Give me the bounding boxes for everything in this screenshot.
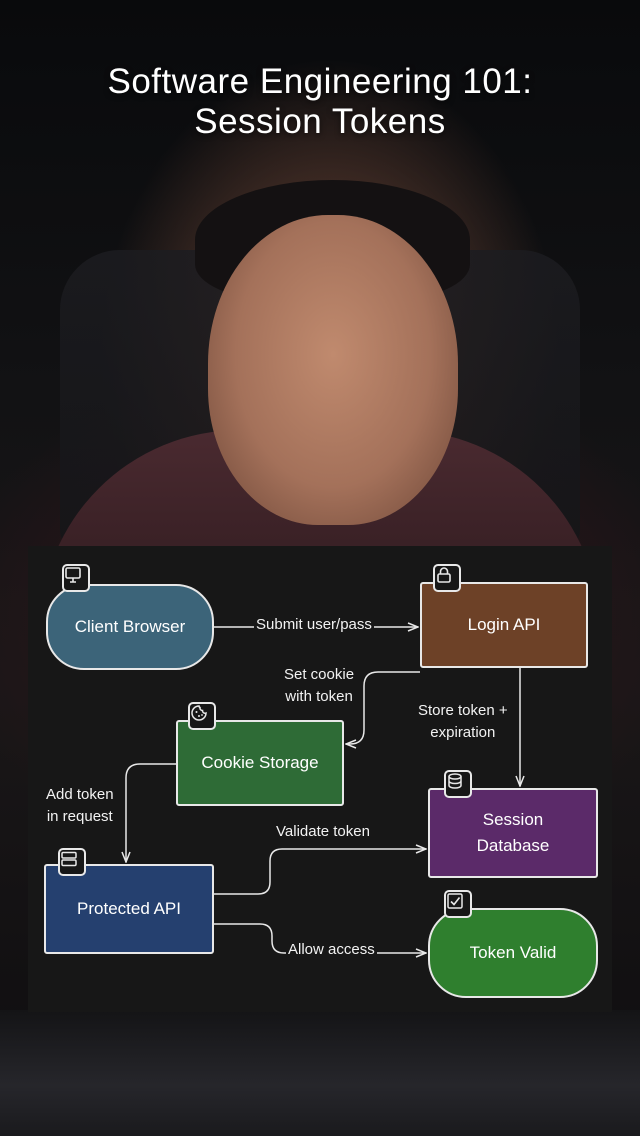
lock-icon: [433, 564, 461, 592]
login-api-node: Login API: [420, 582, 588, 668]
monitor-icon: [62, 564, 90, 592]
title-line-2: Session Tokens: [194, 102, 446, 141]
edge-allow: [214, 923, 426, 953]
edge-label-set-cookie-1: Set cookie: [284, 666, 355, 683]
edge-label-submit: Submit user/pass: [254, 614, 374, 636]
protected-api-label: Protected API: [77, 899, 181, 918]
edge-label-store-token: Store token + expiration: [418, 700, 508, 744]
cookie-icon: [188, 702, 216, 730]
video-bottom-area: [0, 1010, 640, 1136]
presenter-face: [208, 215, 458, 525]
cookie-storage-label: Cookie Storage: [201, 753, 319, 772]
edge-label-allow: Allow access: [286, 939, 377, 961]
edge-validate: [214, 849, 426, 895]
title-line-1: Software Engineering 101:: [107, 62, 533, 101]
protected-api-node: Protected API: [44, 864, 214, 954]
session-token-diagram: Client Browser Login API Cookie Storage …: [28, 546, 612, 1012]
token-valid-label: Token Valid: [469, 943, 557, 962]
edge-label-set-cookie-2: with token: [285, 688, 353, 705]
edge-label-store-token-2: expiration: [430, 724, 496, 741]
session-database-label-2: Database: [476, 836, 550, 855]
edge-label-set-cookie: Set cookie with token: [284, 664, 354, 708]
edge-add-token: [126, 763, 176, 862]
client-browser-node: Client Browser: [46, 584, 214, 670]
cookie-storage-node: Cookie Storage: [176, 720, 344, 806]
edge-label-validate: Validate token: [276, 823, 370, 840]
edge-label-store-token-1: Store token +: [418, 702, 508, 719]
checkbox-icon: [444, 890, 472, 918]
server-icon: [58, 848, 86, 876]
edge-label-add-token-1: Add token: [46, 786, 114, 803]
database-icon: [444, 770, 472, 798]
client-browser-label: Client Browser: [74, 617, 186, 636]
token-valid-node: Token Valid: [428, 908, 598, 998]
login-api-label: Login API: [467, 615, 541, 634]
video-title: Software Engineering 101: Session Tokens: [0, 62, 640, 142]
session-database-label-1: Session: [482, 810, 544, 829]
edge-set-cookie: [346, 671, 420, 744]
edge-label-add-token-2: in request: [46, 808, 113, 825]
edge-label-add-token: Add token in request: [46, 784, 114, 828]
session-database-node: Session Database: [428, 788, 598, 878]
